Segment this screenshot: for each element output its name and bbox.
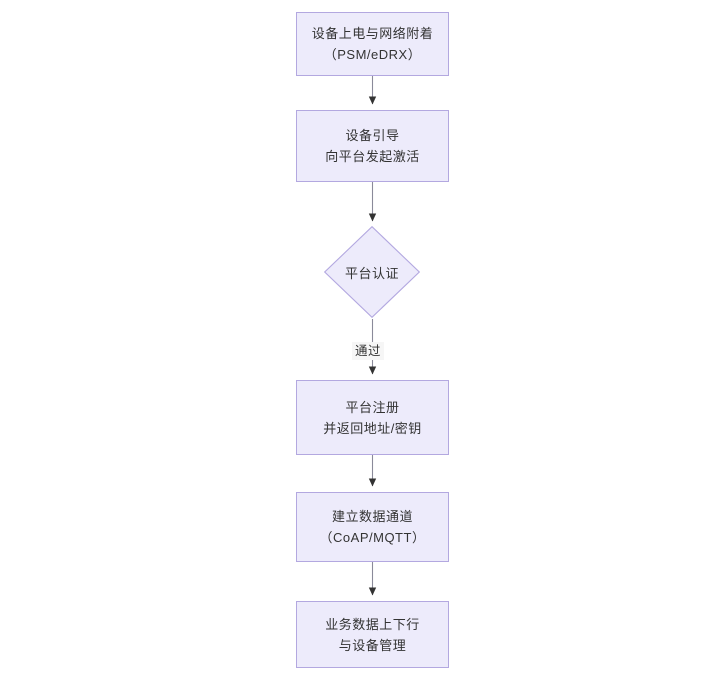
diamond-shape [324, 226, 420, 318]
node-platform-register-line-2: 并返回地址/密钥 [323, 420, 422, 436]
node-platform-register-line-1: 平台注册 [345, 399, 400, 415]
node-service-data-line-1: 业务数据上下行 [325, 616, 420, 632]
node-power-on[interactable]: 设备上电与网络附着 （PSM/eDRX） [296, 12, 449, 76]
node-data-channel-line-1: 建立数据通道 [331, 509, 413, 524]
node-power-on-line-2: （PSM/eDRX） [323, 47, 422, 62]
node-platform-auth-label: 平台认证 [344, 265, 399, 281]
node-platform-register[interactable]: 平台注册 并返回地址/密钥 [296, 380, 449, 455]
edge-label-pass: 通过 [352, 342, 385, 360]
node-platform-auth[interactable]: 平台认证 [324, 226, 420, 318]
node-data-channel-line-2: （CoAP/MQTT） [319, 530, 426, 545]
node-service-data[interactable]: 业务数据上下行 与设备管理 [296, 601, 449, 668]
node-power-on-line-1: 设备上电与网络附着 [311, 26, 434, 41]
node-data-channel[interactable]: 建立数据通道 （CoAP/MQTT） [296, 492, 449, 562]
edge-label-pass-text: 通过 [355, 344, 382, 358]
node-bootstrap-line-1: 设备引导 [345, 128, 400, 143]
node-service-data-line-2: 与设备管理 [338, 637, 407, 653]
node-bootstrap-line-2: 向平台发起激活 [325, 149, 420, 164]
node-bootstrap[interactable]: 设备引导 向平台发起激活 [296, 110, 449, 182]
